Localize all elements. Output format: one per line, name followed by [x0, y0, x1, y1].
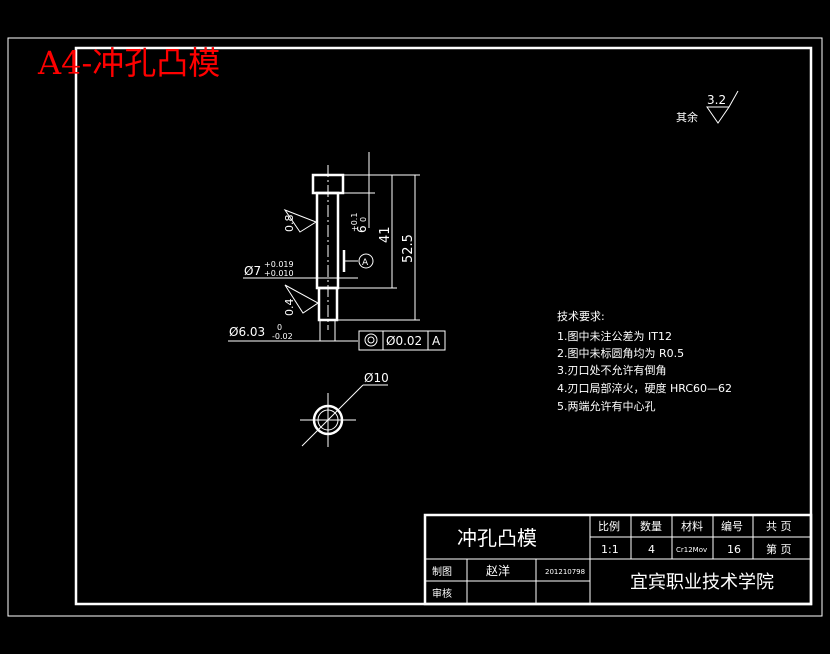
dim-d10: Ø10: [364, 371, 389, 385]
roughness-label: 其余: [676, 110, 698, 124]
concentricity-icon: [364, 333, 378, 347]
roughness-upper-icon: [283, 208, 318, 233]
dim-d7-tol-lower: +0.010: [264, 269, 294, 278]
header-quantity: 数量: [640, 520, 662, 533]
dim-d7-tol-upper: +0.019: [264, 260, 294, 269]
title-block: 冲孔凸模 比例 数量 材料 编号 共 页 1:1 4 Cr12Mov 16 第 …: [423, 513, 813, 606]
requirement-item: 3.刃口处不允许有倒角: [557, 363, 667, 377]
roughness-symbol-icon: [706, 90, 739, 124]
dim-d603-tol-lower: -0.02: [272, 332, 293, 341]
dim-d603-tol-upper: 0: [277, 323, 282, 332]
checked-label: 审核: [432, 587, 452, 600]
drawn-id: 201210798: [545, 568, 585, 576]
tolerance-frame: Ø0.02 A: [358, 330, 446, 351]
datum-label: A: [362, 258, 369, 268]
header-total-pages: 共 页: [766, 520, 792, 533]
general-roughness: 其余 3.2: [676, 90, 739, 124]
value-number: 16: [727, 543, 741, 556]
roughness-value: 3.2: [707, 93, 726, 107]
tolerance-datum: A: [432, 334, 441, 348]
requirements-title: 技术要求:: [557, 310, 605, 323]
requirement-item: 5.两端允许有中心孔: [557, 399, 656, 413]
dim-head: 6: [355, 225, 369, 233]
outer-frame: [7, 37, 823, 617]
tolerance-value: Ø0.02: [386, 334, 422, 348]
dim-41: 41: [378, 226, 393, 243]
part-end-view: Ø10: [300, 371, 389, 447]
header-material: 材料: [681, 519, 703, 533]
roughness-lower: 0.4: [283, 299, 296, 317]
part-side-view: 6 +0.1 0 41 52.5 0.8 0.4 A Ø7 +0.019 +0.…: [228, 152, 446, 351]
dim-52-5: 52.5: [401, 234, 416, 263]
value-scale: 1:1: [601, 543, 619, 556]
value-quantity: 4: [648, 543, 655, 556]
roughness-lower-icon: [284, 284, 319, 314]
header-scale: 比例: [598, 519, 620, 533]
part-name: 冲孔凸模: [457, 526, 537, 550]
sheet-label: A4-冲孔凸模: [37, 44, 220, 82]
dim-d7: Ø7: [244, 264, 261, 278]
drawn-label: 制图: [432, 565, 452, 578]
value-page: 第 页: [766, 542, 792, 556]
dim-d603: Ø6.03: [229, 325, 265, 339]
roughness-upper: 0.8: [283, 215, 296, 233]
school-name: 宜宾职业技术学院: [630, 572, 774, 593]
header-number: 编号: [721, 519, 743, 533]
dim-head-tol-upper: +0.1: [350, 213, 359, 232]
requirement-item: 1.图中未注公差为 IT12: [557, 329, 672, 343]
technical-requirements: 技术要求: 1.图中未注公差为 IT12 2.图中未标圆角均为 R0.5 3.刃…: [557, 310, 732, 413]
requirement-item: 2.图中未标圆角均为 R0.5: [557, 346, 684, 360]
drawn-by: 赵洋: [486, 563, 510, 578]
dim-head-tol-lower: 0: [359, 217, 368, 222]
requirement-item: 4.刃口局部淬火，硬度 HRC60—62: [557, 381, 732, 395]
value-material: Cr12Mov: [676, 546, 707, 554]
